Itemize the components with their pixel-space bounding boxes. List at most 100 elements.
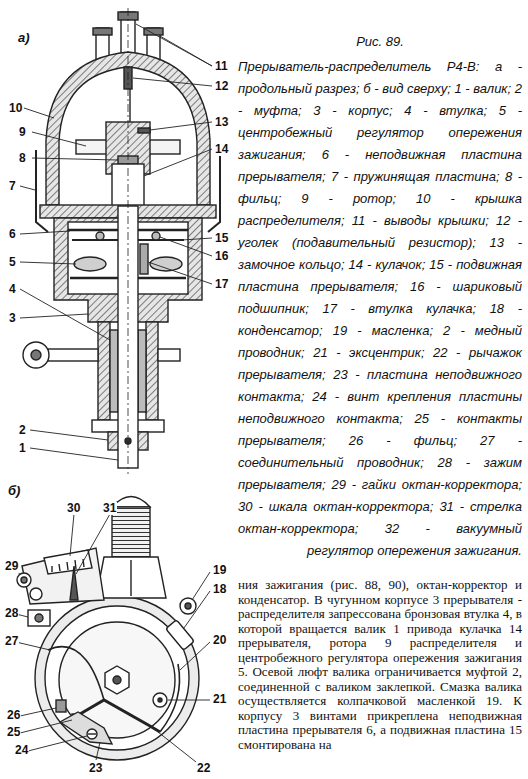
callout-number: 25 bbox=[6, 726, 21, 739]
ball-bearing bbox=[96, 232, 104, 240]
callout-number: 30 bbox=[66, 502, 81, 515]
leader-line bbox=[32, 132, 86, 146]
octane-bracket bbox=[158, 349, 180, 361]
callout-number: 11 bbox=[214, 60, 229, 73]
vacuum-regulator bbox=[96, 497, 166, 599]
ball-bearing bbox=[152, 232, 160, 240]
cap-terminal bbox=[93, 28, 112, 35]
callout-number: 6 bbox=[8, 228, 17, 241]
leader-line bbox=[16, 642, 50, 650]
leader-line bbox=[20, 262, 76, 264]
leader-line bbox=[20, 231, 70, 234]
lock-ring bbox=[138, 128, 150, 133]
leader-line bbox=[70, 514, 74, 556]
callout-number: 26 bbox=[6, 709, 21, 722]
vacuum-regulator bbox=[96, 557, 166, 598]
octane-corrector bbox=[59, 564, 60, 571]
plate-screw bbox=[88, 733, 96, 734]
leader-line bbox=[30, 430, 108, 440]
housing-neck bbox=[146, 322, 158, 420]
oiler bbox=[180, 598, 196, 614]
leader-line bbox=[136, 24, 212, 66]
callout-number: 9 bbox=[18, 126, 27, 139]
callout-number: 29 bbox=[4, 560, 19, 573]
callout-number: 19 bbox=[212, 564, 227, 577]
capacitor bbox=[166, 620, 195, 650]
cam-center bbox=[113, 676, 121, 684]
callout-number: 28 bbox=[4, 607, 19, 620]
leader-line bbox=[20, 289, 110, 340]
leader-line bbox=[144, 149, 212, 176]
octane-bracket bbox=[48, 349, 98, 361]
callout-number: 21 bbox=[212, 693, 227, 706]
eccentric bbox=[153, 693, 167, 707]
callout-number: 7 bbox=[8, 180, 17, 193]
connecting-wire bbox=[48, 647, 104, 700]
octane-corrector bbox=[22, 548, 104, 604]
callout-number: 22 bbox=[196, 762, 211, 775]
callout-number: 13 bbox=[214, 116, 229, 129]
callout-number: 20 bbox=[212, 634, 227, 647]
copper-wire bbox=[160, 664, 180, 732]
octane-corrector bbox=[67, 562, 68, 570]
leader-line bbox=[133, 78, 212, 86]
cam bbox=[105, 666, 129, 694]
callout-number: 24 bbox=[14, 744, 29, 757]
breaker-clamp bbox=[28, 610, 50, 626]
leader-line bbox=[20, 314, 88, 318]
callout-number: 16 bbox=[214, 250, 229, 263]
callout-number: 23 bbox=[88, 762, 103, 775]
leader-line bbox=[160, 237, 212, 256]
octane-bracket bbox=[31, 350, 41, 360]
bronze-bushing bbox=[110, 330, 118, 412]
leader-line bbox=[184, 591, 210, 628]
view-letter: б) bbox=[8, 483, 20, 498]
callout-number: 27 bbox=[4, 635, 19, 648]
callout-number: 2 bbox=[18, 424, 27, 437]
leader-line bbox=[30, 448, 118, 460]
cam-bushing bbox=[140, 244, 148, 274]
leader-line bbox=[148, 262, 212, 284]
longitudinal-section bbox=[23, 8, 220, 474]
figure-title: Рис. 89. bbox=[238, 34, 522, 49]
octane-bracket bbox=[23, 342, 180, 368]
fixed-contact-plate bbox=[60, 712, 112, 744]
vacuum-regulator bbox=[130, 560, 131, 596]
callout-number: 10 bbox=[8, 102, 23, 115]
octane-corrector bbox=[17, 548, 104, 604]
callout-number: 3 bbox=[8, 312, 17, 325]
callout-number: 4 bbox=[8, 283, 17, 296]
felt bbox=[56, 700, 66, 712]
rotor bbox=[129, 89, 130, 122]
leader-line bbox=[180, 642, 210, 670]
eccentric bbox=[158, 698, 162, 702]
top-view bbox=[17, 497, 199, 761]
shaft-axis bbox=[128, 8, 129, 474]
leader-line bbox=[24, 108, 54, 118]
leader-line bbox=[150, 122, 212, 130]
vacuum-regulator bbox=[112, 507, 150, 557]
callout-number: 8 bbox=[18, 152, 27, 165]
vacuum-regulator bbox=[112, 497, 150, 508]
leader-line bbox=[182, 238, 212, 240]
leader-line bbox=[168, 700, 210, 701]
leader-line bbox=[20, 186, 35, 190]
leader-line bbox=[76, 514, 110, 574]
body-text: ния зажигания (рис. 88, 90), октан-корре… bbox=[238, 578, 522, 752]
callout-number: 31 bbox=[102, 502, 117, 515]
octane-corrector bbox=[17, 573, 31, 587]
callout-number: 17 bbox=[214, 278, 229, 291]
callout-number: 1 bbox=[18, 442, 27, 455]
oiler bbox=[180, 598, 196, 614]
callout-number: 5 bbox=[8, 256, 17, 269]
octane-corrector bbox=[70, 566, 78, 600]
octane-corrector bbox=[51, 566, 52, 572]
callout-number: 12 bbox=[214, 80, 229, 93]
breaker-clamp bbox=[28, 610, 50, 626]
octane-corrector bbox=[30, 588, 42, 600]
oiler bbox=[185, 603, 191, 609]
capacitor bbox=[166, 620, 195, 650]
octane-bracket bbox=[23, 342, 49, 368]
octane-corrector bbox=[44, 550, 92, 574]
